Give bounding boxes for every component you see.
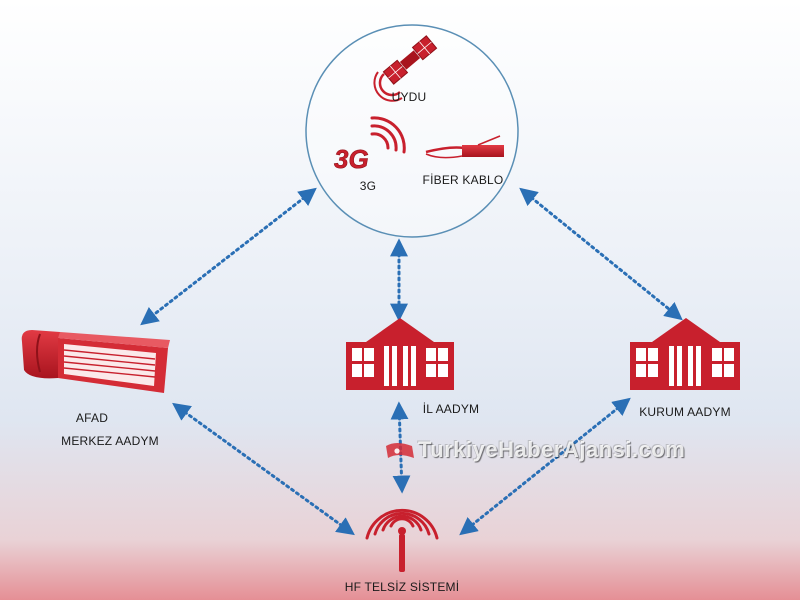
fiber-label: FİBER KABLO	[422, 173, 504, 187]
fiber-cable-icon	[425, 135, 504, 159]
hf-label: HF TELSİZ SİSTEMİ	[344, 580, 460, 594]
il-label: İL AADYM	[422, 402, 480, 416]
kurum-building-icon	[630, 318, 740, 390]
satellite-icon	[373, 35, 438, 102]
arrow-kurum-hf	[459, 397, 631, 536]
afad-merkez-label: MERKEZ AADYM	[61, 434, 159, 448]
3g-label: 3G	[359, 179, 377, 193]
watermark-flag-icon	[386, 443, 414, 458]
3g-signal-icon	[370, 116, 406, 154]
watermark-text: TurkiyeHaberAjansi.com	[418, 437, 686, 462]
arrow-hub-kurum	[519, 187, 683, 321]
uydu-label: UYDU	[391, 90, 427, 104]
hub-circle	[305, 24, 519, 238]
afad-building-icon	[21, 330, 170, 393]
arrow-afad-hf	[172, 402, 355, 536]
hf-antenna-icon	[365, 508, 439, 572]
arrow-hub-afad	[140, 187, 317, 326]
il-building-icon	[346, 318, 454, 390]
3g-icon-text: 3G	[334, 144, 369, 174]
kurum-label: KURUM AADYM	[639, 405, 731, 419]
afad-label: AFAD	[75, 411, 109, 425]
